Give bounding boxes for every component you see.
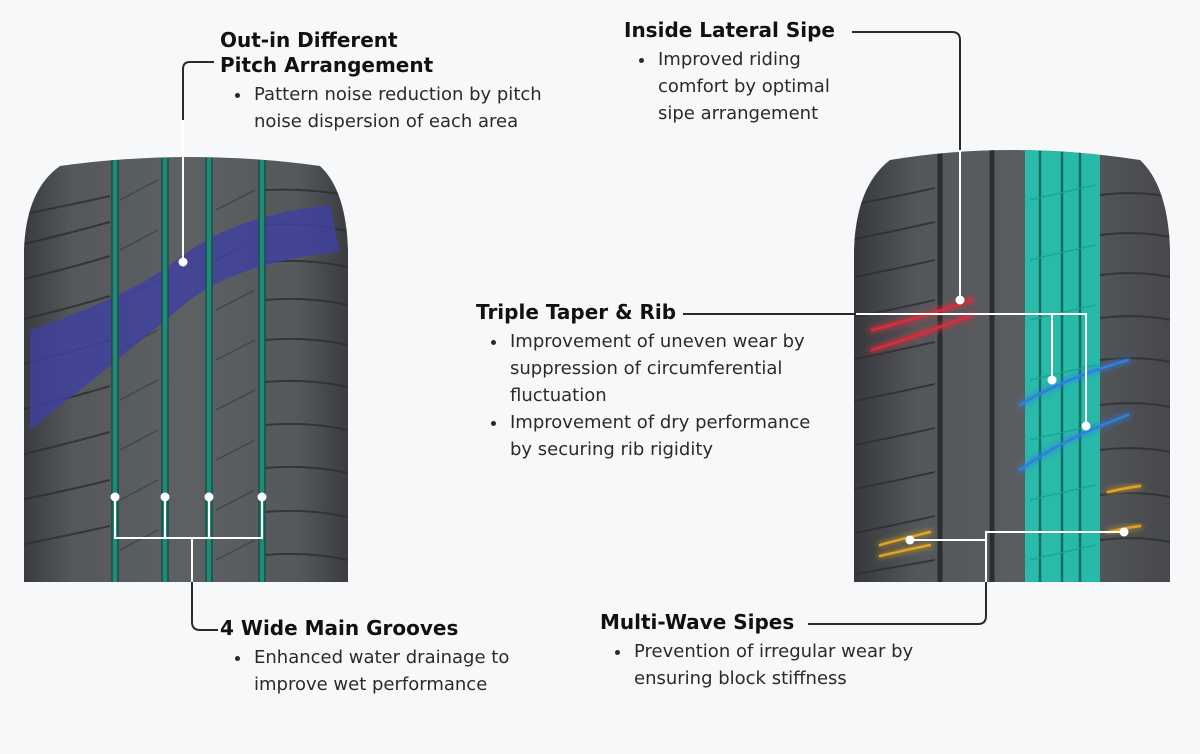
callout-inside-lateral-sipe: Inside Lateral Sipe Improved riding comf… [624, 18, 884, 127]
callout-title: Multi-Wave Sipes [600, 610, 795, 634]
leader-grooves [110, 492, 267, 631]
callout-bullets: Improvement of uneven wear by suppressio… [476, 328, 828, 463]
callout-bullet: Pattern noise reduction by pitch noise d… [252, 81, 592, 135]
callout-title: Inside Lateral Sipe [624, 18, 835, 42]
leader-taper-rib [683, 313, 1091, 431]
callout-title: Triple Taper & Rib [476, 300, 677, 324]
callout-bullet: Prevention of irregular wear by ensuring… [632, 638, 922, 692]
right-tread-pattern [854, 150, 1170, 582]
callout-bullet: Improvement of dry performance by securi… [508, 409, 828, 463]
callout-bullets: Enhanced water drainage to improve wet p… [220, 644, 552, 698]
leader-lateral-sipe [852, 31, 965, 305]
callout-bullets: Pattern noise reduction by pitch noise d… [220, 81, 592, 135]
callout-bullets: Improved riding comfort by optimal sipe … [624, 46, 856, 127]
triple-taper-highlight [1017, 357, 1131, 473]
callout-bullets: Prevention of irregular wear by ensuring… [600, 638, 922, 692]
right-tire [854, 150, 1170, 582]
callout-main-grooves: 4 Wide Main Grooves Enhanced water drain… [220, 616, 580, 698]
callout-title: Out-in Different Pitch Arrangement [220, 28, 434, 77]
leader-multi-wave [808, 527, 1129, 625]
left-tire [24, 157, 348, 582]
callout-bullet: Improvement of uneven wear by suppressio… [508, 328, 828, 409]
right-tire-body [854, 150, 1170, 582]
callout-multi-wave-sipes: Multi-Wave Sipes Prevention of irregular… [600, 610, 940, 692]
callout-title: 4 Wide Main Grooves [220, 616, 459, 640]
callout-bullet: Improved riding comfort by optimal sipe … [656, 46, 856, 127]
callout-pitch-arrangement: Out-in Different Pitch Arrangement Patte… [220, 28, 600, 135]
callout-triple-taper-rib: Triple Taper & Rib Improvement of uneven… [476, 300, 846, 463]
callout-bullet: Enhanced water drainage to improve wet p… [252, 644, 552, 698]
leader-pitch [178, 61, 214, 267]
